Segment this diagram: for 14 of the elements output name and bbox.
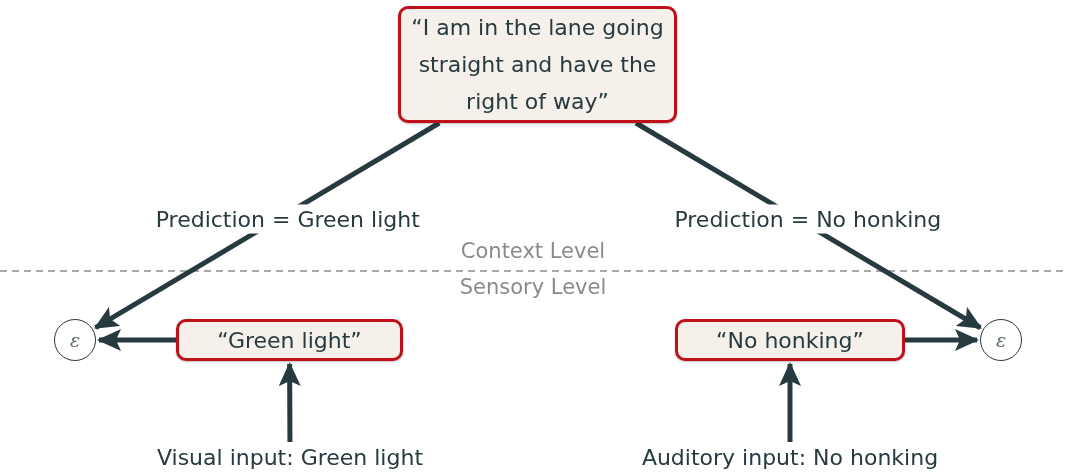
arrow xyxy=(905,329,979,351)
statement-text: “No honking” xyxy=(716,326,864,355)
statement-text: “Green light” xyxy=(217,326,362,355)
statement-box xyxy=(176,319,403,361)
input-label: Visual input: Green light xyxy=(140,442,440,472)
statement-box xyxy=(675,319,905,361)
input-label: Auditory input: No honking xyxy=(625,442,955,472)
arrow xyxy=(278,362,301,442)
arrow xyxy=(97,329,176,351)
error-node: ε xyxy=(54,319,96,361)
error-node: ε xyxy=(980,319,1022,361)
statement-text: “I am in the lane going straight and have the right of way” xyxy=(410,14,665,116)
statement-box xyxy=(398,6,677,123)
arrow xyxy=(779,362,801,442)
